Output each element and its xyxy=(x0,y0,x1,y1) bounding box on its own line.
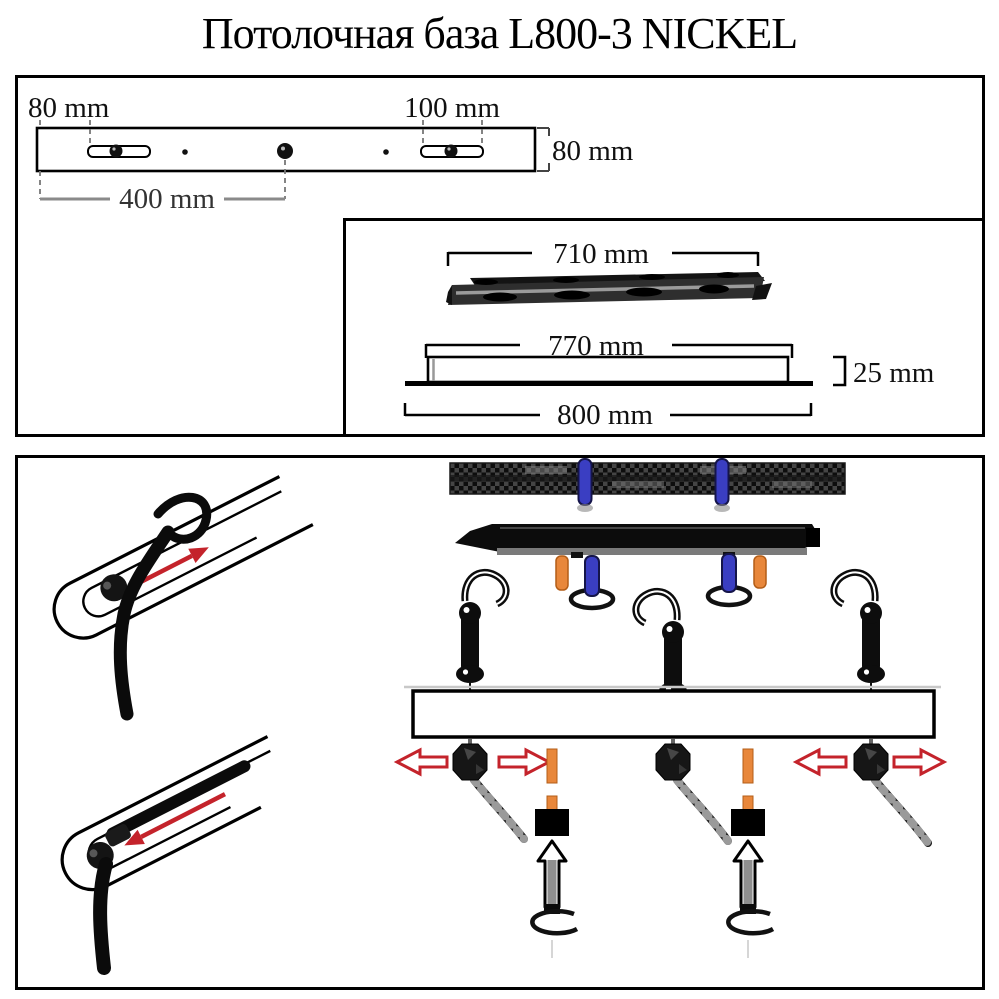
knob-balls xyxy=(452,743,889,781)
height-bracket xyxy=(833,355,847,387)
orange-pins xyxy=(546,748,754,830)
channel-slot xyxy=(82,490,282,618)
knob-cables xyxy=(470,776,932,847)
pin-shadow xyxy=(577,504,593,512)
dim-line-770 xyxy=(424,343,794,358)
side-view-box xyxy=(343,218,982,434)
red-arrow-right xyxy=(497,747,553,777)
dimensions-drawing: 80 mm 100 mm 80 mm 400 mm xyxy=(28,92,982,434)
mounting-plate xyxy=(455,524,820,611)
ceiling-rail xyxy=(449,458,846,512)
bolt-highlight xyxy=(447,147,451,151)
rail-pin-blue xyxy=(714,458,730,506)
base-plate-side-view xyxy=(446,272,772,305)
knob xyxy=(452,743,488,781)
dim-line-710 xyxy=(446,251,760,266)
side-view-drawing: 710 mm xyxy=(343,218,982,434)
cable-drop xyxy=(93,857,113,975)
center-bolt xyxy=(277,143,293,159)
slide-arrows xyxy=(393,747,948,777)
small-hole xyxy=(182,149,188,155)
rail-pin-blue xyxy=(577,458,593,506)
dim-edge-offset: 80 mm xyxy=(28,92,110,124)
dim-plate-length: 710 mm xyxy=(553,238,649,270)
red-arrow-left xyxy=(393,747,449,777)
main-bar xyxy=(404,685,941,739)
cable-knob xyxy=(100,574,128,602)
plate-pin-orange xyxy=(753,555,767,589)
screw-up-arrow xyxy=(726,839,775,958)
red-arrow-left xyxy=(792,747,848,777)
assembly-panel xyxy=(15,455,985,990)
dim-line-800 xyxy=(403,403,813,417)
rotate-ring xyxy=(726,908,775,936)
lock-block xyxy=(731,809,765,836)
plate-pin-blue xyxy=(721,553,737,593)
body-side-view xyxy=(405,355,813,386)
dim-hole-spacing: 400 mm xyxy=(119,183,215,215)
right-slot-bolt xyxy=(444,144,458,158)
bolt-highlight xyxy=(281,146,285,151)
cable-drop xyxy=(113,525,175,721)
projection-lines xyxy=(39,120,483,199)
bolt-highlight xyxy=(112,147,116,151)
small-hole xyxy=(383,149,389,155)
red-arrow-right xyxy=(892,747,948,777)
wire-knobs xyxy=(393,739,948,847)
screw-columns xyxy=(530,748,775,958)
dimensions-panel: 80 mm 100 mm 80 mm 400 mm xyxy=(15,75,985,437)
cable-curl xyxy=(153,492,212,544)
dim-overall-length: 800 mm xyxy=(557,399,653,431)
left-slot-bolt xyxy=(109,144,123,158)
dim-bar-height: 80 mm xyxy=(552,135,634,167)
red-arrow-head xyxy=(188,547,209,564)
height-ticks xyxy=(537,127,550,172)
plate-pin-orange xyxy=(555,555,569,591)
dim-slot-length: 100 mm xyxy=(404,92,500,124)
knob-highlight xyxy=(103,581,112,590)
knob xyxy=(655,743,691,781)
rotate-ring xyxy=(530,908,579,936)
knob-highlight xyxy=(89,849,98,858)
channel-outline xyxy=(52,475,314,640)
dim-body-height: 25 mm xyxy=(853,357,935,389)
hook-right xyxy=(830,568,885,716)
lock-block xyxy=(535,809,569,836)
exploded-assembly xyxy=(393,458,948,958)
page-title: Потолочная база L800-3 NICKEL xyxy=(201,9,798,58)
top-view-drawing: 80 mm 100 mm 80 mm 400 mm xyxy=(28,92,634,215)
cable-in-channel xyxy=(106,760,251,840)
cable-fitting xyxy=(105,824,131,847)
red-arrow-head xyxy=(124,829,145,846)
knob xyxy=(853,743,889,781)
detail-slide-in xyxy=(52,475,314,721)
hook-left xyxy=(456,568,510,716)
pin-shadow xyxy=(714,504,730,512)
screw-up-arrow xyxy=(530,839,579,958)
assembly-drawing xyxy=(52,458,948,975)
red-arrow-shaft xyxy=(140,792,227,839)
plate-pin-blue xyxy=(584,555,600,597)
detail-slide-out xyxy=(60,735,271,975)
